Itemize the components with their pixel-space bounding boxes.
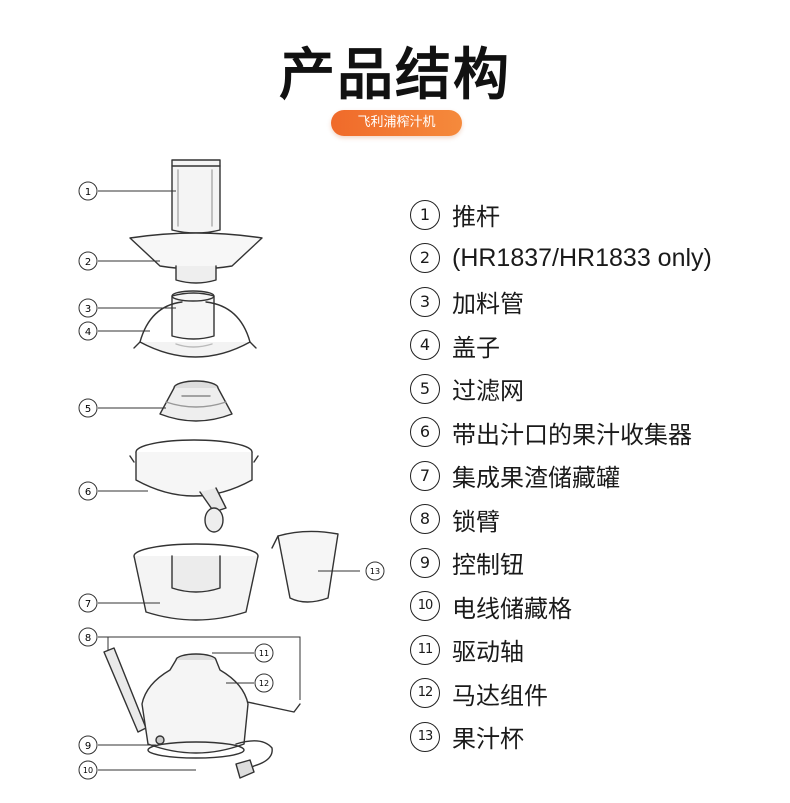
legend-number: 11 xyxy=(410,634,440,665)
legend-label: 马达组件 xyxy=(452,681,548,710)
callout-13: 13 xyxy=(365,561,385,581)
legend-label: 加料管 xyxy=(452,290,524,319)
callout-11-text: 11 xyxy=(259,649,269,658)
callout-11: 11 xyxy=(254,643,274,663)
funnel-part xyxy=(129,232,263,284)
legend-label: 集成果渣储藏罐 xyxy=(452,464,620,493)
callout-1-text: 1 xyxy=(85,187,91,198)
legend-item: 4 盖子 xyxy=(410,324,780,368)
callout-10: 10 xyxy=(78,760,98,780)
legend-item: 10 电线储藏格 xyxy=(410,585,780,629)
legend-number: 13 xyxy=(410,721,440,752)
legend-label: 果汁杯 xyxy=(452,725,524,754)
callout-7-text: 7 xyxy=(85,599,91,610)
product-badge: 飞利浦榨汁机 xyxy=(331,110,462,136)
lid-part xyxy=(133,301,257,358)
callout-8: 8 xyxy=(78,627,98,647)
legend-label: 盖子 xyxy=(452,333,500,362)
legend-item: 11 驱动轴 xyxy=(410,628,780,672)
feeding-tube-part xyxy=(171,290,215,340)
pulp-container-part xyxy=(133,543,259,621)
legend-label: 带出汁口的果汁收集器 xyxy=(452,420,692,449)
legend-number: 7 xyxy=(410,460,440,491)
legend-number: 6 xyxy=(410,417,440,448)
filter-part xyxy=(159,380,233,422)
callout-5: 5 xyxy=(78,398,98,418)
legend-item: 9 控制钮 xyxy=(410,541,780,585)
legend-number: 4 xyxy=(410,330,440,361)
callout-3-text: 3 xyxy=(85,304,91,315)
callout-13-text: 13 xyxy=(370,567,380,576)
legend-label: 锁臂 xyxy=(452,507,500,536)
legend-label: 推杆 xyxy=(452,203,500,232)
legend-item: 1 推杆 xyxy=(410,193,780,237)
callout-12: 12 xyxy=(254,673,274,693)
callout-9-text: 9 xyxy=(85,741,91,752)
legend-item: 12 马达组件 xyxy=(410,672,780,716)
callout-2-text: 2 xyxy=(85,257,91,268)
legend-item: 7 集成果渣储藏罐 xyxy=(410,454,780,498)
callout-6: 6 xyxy=(78,481,98,501)
callout-9: 9 xyxy=(78,735,98,755)
legend-item: 2 (HR1837/HR1833 only) xyxy=(410,237,780,281)
juicer-exploded-diagram: 1 2 3 4 5 6 7 8 9 10 11 12 13 xyxy=(78,159,385,780)
callout-4-text: 4 xyxy=(85,327,91,338)
legend-number: 3 xyxy=(410,286,440,317)
legend-number: 9 xyxy=(410,547,440,578)
legend-number: 5 xyxy=(410,373,440,404)
legend-number: 2 xyxy=(410,243,440,274)
callout-12-text: 12 xyxy=(259,679,269,688)
callout-8-text: 8 xyxy=(85,633,91,644)
callout-6-text: 6 xyxy=(85,487,91,498)
juice-collector-part xyxy=(129,439,259,533)
callout-1: 1 xyxy=(78,181,98,201)
legend-label: 驱动轴 xyxy=(452,638,524,667)
callout-5-text: 5 xyxy=(85,404,91,415)
page-title: 产品结构 xyxy=(279,43,511,108)
legend-item: 3 加料管 xyxy=(410,280,780,324)
legend-number: 8 xyxy=(410,504,440,535)
legend-item: 5 过滤网 xyxy=(410,367,780,411)
legend-label: 控制钮 xyxy=(452,551,524,580)
legend-item: 6 带出汁口的果汁收集器 xyxy=(410,411,780,455)
juice-cup-part xyxy=(271,530,339,603)
legend-number: 10 xyxy=(410,591,440,622)
callout-4: 4 xyxy=(78,321,98,341)
callout-10-text: 10 xyxy=(83,766,93,775)
pusher-part xyxy=(171,159,221,234)
legend-label: 过滤网 xyxy=(452,377,524,406)
motor-unit-part xyxy=(141,653,273,779)
callout-2: 2 xyxy=(78,251,98,271)
callout-3: 3 xyxy=(78,298,98,318)
legend-item: 13 果汁杯 xyxy=(410,715,780,759)
legend-item: 8 锁臂 xyxy=(410,498,780,542)
callout-markers: 1 2 3 4 5 6 7 8 9 10 11 12 13 xyxy=(78,181,385,780)
legend-label: 电线储藏格 xyxy=(452,594,572,623)
legend-number: 1 xyxy=(410,199,440,230)
legend-number: 12 xyxy=(410,678,440,709)
legend-label: (HR1837/HR1833 only) xyxy=(452,243,712,272)
callout-7: 7 xyxy=(78,593,98,613)
